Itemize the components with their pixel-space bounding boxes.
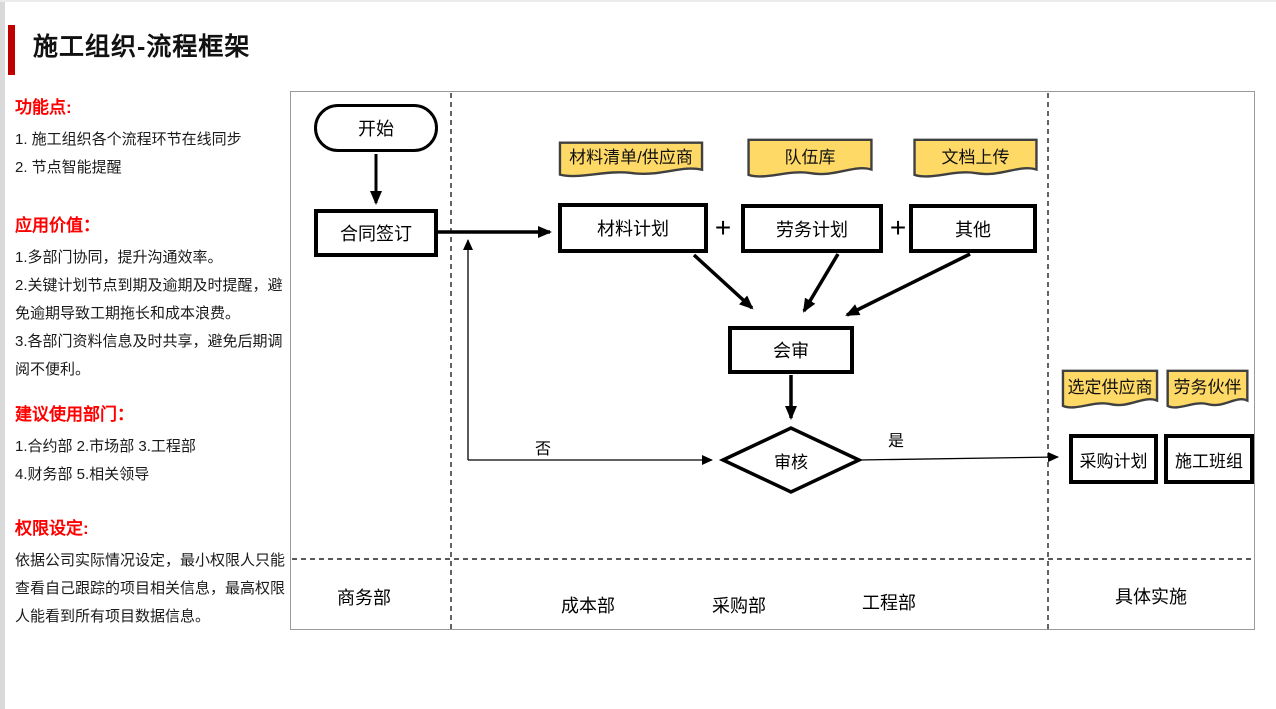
flowchart-canvas: 开始 合同签订 材料计划 + 劳务计划 + 其他 会审 审核 采购计划 施工班组… [290,91,1255,630]
page-title: 施工组织-流程框架 [33,33,251,61]
node-other: 其他 [909,204,1037,253]
note-labor-partner: 劳务伙伴 [1166,369,1249,414]
node-labor-plan-label: 劳务计划 [776,219,848,240]
section-features: 功能点: 1. 施工组织各个流程环节在线同步 2. 节点智能提醒 [15,97,295,182]
node-joint-review: 会审 [728,326,854,374]
section-departments: 建议使用部门： 1.合约部 2.市场部 3.工程部 4.财务部 5.相关领导 [15,404,295,489]
note-label: 劳务伙伴 [1173,378,1242,397]
section-line: 3.各部门资料信息及时共享，避免后期调阅不便利。 [15,333,283,378]
node-other-label: 其他 [955,219,991,240]
branch-no-label: 否 [534,441,551,458]
note-team-pool: 队伍库 [746,138,874,183]
section-value: 应用价值： 1.多部门协同，提升沟通效率。 2.关键计划节点到期及逾期及时提醒，… [15,215,295,384]
node-labor-plan: 劳务计划 [741,204,883,253]
document-shape-icon [746,138,874,183]
node-audit-label: 审核 [774,453,808,472]
document-shape-icon [557,141,705,182]
note-label: 材料清单/供应商 [569,148,693,167]
note-doc-upload: 文档上传 [912,138,1039,183]
document-shape-icon [912,138,1039,183]
section-line: 依据公司实际情况设定，最小权限人只能查看自己跟踪的项目相关信息，最高权限人能看到… [15,552,286,625]
note-material-list-supplier: 材料清单/供应商 [557,141,705,182]
section-line: 2.关键计划节点到期及逾期及时提醒，避免逾期导致工期拖长和成本浪费。 [15,277,283,322]
document-shape-icon [1061,369,1159,414]
node-purchase-plan-label: 采购计划 [1079,451,1148,471]
section-line: 2. 节点智能提醒 [15,159,122,176]
document-shape-icon [1166,369,1249,414]
plus-operator: + [889,212,907,243]
section-heading: 权限设定: [15,519,89,538]
node-purchase-plan: 采购计划 [1069,434,1158,484]
node-joint-review-label: 会审 [773,341,809,361]
note-label: 文档上传 [941,148,1010,167]
title-accent-bar [8,25,15,75]
section-line: 1.合约部 2.市场部 3.工程部 [15,438,196,455]
node-material-plan-label: 材料计划 [597,219,669,239]
section-heading: 应用价值： [15,216,100,235]
node-construction-crew-label: 施工班组 [1175,451,1243,471]
node-contract-signing: 合同签订 [314,209,438,257]
section-heading: 功能点: [15,98,72,117]
window-top-edge [0,0,1276,2]
lane-engineering-dept: 工程部 [862,593,916,613]
note-label: 选定供应商 [1067,378,1153,397]
node-material-plan: 材料计划 [558,203,708,253]
window-left-edge [0,0,5,709]
lane-implementation: 具体实施 [1115,587,1187,607]
section-line: 1. 施工组织各个流程环节在线同步 [15,131,242,148]
section-heading: 建议使用部门： [15,405,134,424]
node-contract-label: 合同签订 [340,224,412,244]
node-construction-crew: 施工班组 [1164,434,1254,484]
section-permissions: 权限设定: 依据公司实际情况设定，最小权限人只能查看自己跟踪的项目相关信息，最高… [15,518,295,631]
node-start-label: 开始 [358,119,394,139]
lane-cost-dept: 成本部 [561,596,615,616]
note-label: 队伍库 [784,148,836,167]
lane-business-dept: 商务部 [337,588,391,608]
section-line: 4.财务部 5.相关领导 [15,466,150,483]
node-start: 开始 [314,104,438,152]
note-selected-supplier: 选定供应商 [1061,369,1159,414]
plus-operator: + [714,212,732,243]
lane-purchasing-dept: 采购部 [712,596,766,616]
section-line: 1.多部门协同，提升沟通效率。 [15,249,223,266]
branch-yes-label: 是 [887,433,904,450]
